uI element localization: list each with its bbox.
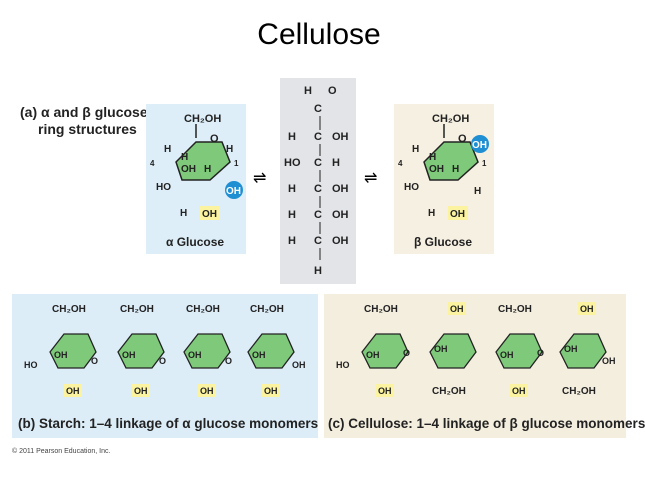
svg-text:OH: OH bbox=[264, 386, 278, 396]
beta-caption: β Glucose bbox=[414, 235, 472, 249]
svg-text:CH₂OH: CH₂OH bbox=[364, 304, 398, 315]
svg-text:HO: HO bbox=[156, 182, 171, 193]
svg-text:H: H bbox=[412, 144, 419, 155]
panel-a-label: (a) α and β glucose ring structures bbox=[20, 104, 148, 138]
svg-text:HO: HO bbox=[24, 360, 38, 370]
svg-text:HO: HO bbox=[284, 157, 301, 169]
alpha-ch2oh: CH₂OH bbox=[184, 113, 221, 125]
svg-text:OH: OH bbox=[332, 131, 349, 143]
svg-text:C: C bbox=[314, 209, 322, 221]
svg-text:H: H bbox=[288, 131, 296, 143]
svg-text:O: O bbox=[159, 356, 166, 366]
beta-glucose-panel: CH₂OH O H 4 1 OH H OH H HO H H OH β Gluc… bbox=[394, 104, 494, 254]
panel-a-label-line2: ring structures bbox=[38, 121, 137, 137]
svg-text:OH: OH bbox=[434, 344, 448, 354]
svg-text:C: C bbox=[314, 131, 322, 143]
svg-text:OH: OH bbox=[602, 356, 616, 366]
svg-text:OH: OH bbox=[580, 304, 594, 314]
svg-text:CH₂OH: CH₂OH bbox=[52, 304, 86, 315]
svg-text:H: H bbox=[180, 208, 187, 219]
svg-text:OH: OH bbox=[332, 235, 349, 247]
svg-text:H: H bbox=[428, 208, 435, 219]
starch-panel: CH₂OH OH HO OH O CH₂OH OH OH O CH₂OH OH … bbox=[12, 294, 318, 438]
svg-text:H: H bbox=[288, 209, 296, 221]
svg-text:1: 1 bbox=[234, 159, 239, 168]
svg-text:OH: OH bbox=[122, 350, 136, 360]
open-chain-structure: H O C H C OH HO C H H C OH H C OH H C OH… bbox=[284, 85, 349, 277]
svg-text:H: H bbox=[314, 265, 322, 277]
alpha-oh-badge: OH bbox=[226, 186, 241, 197]
svg-text:OH: OH bbox=[450, 209, 465, 220]
svg-text:OH: OH bbox=[200, 386, 214, 396]
svg-text:OH: OH bbox=[429, 164, 444, 175]
svg-text:HO: HO bbox=[404, 182, 419, 193]
svg-text:OH: OH bbox=[252, 350, 266, 360]
beta-ch2oh: CH₂OH bbox=[432, 113, 469, 125]
alpha-caption: α Glucose bbox=[166, 235, 224, 249]
svg-text:H: H bbox=[288, 235, 296, 247]
alpha-glucose-ring: CH₂OH O H 4 1 H H OH H HO H OH OH α Gluc… bbox=[150, 113, 243, 249]
svg-text:C: C bbox=[314, 235, 322, 247]
svg-text:OH: OH bbox=[332, 183, 349, 195]
beta-oh-badge: OH bbox=[472, 140, 487, 151]
svg-text:C: C bbox=[314, 103, 322, 115]
svg-text:O: O bbox=[328, 85, 337, 97]
svg-text:OH: OH bbox=[500, 350, 514, 360]
svg-text:H: H bbox=[304, 85, 312, 97]
svg-text:4: 4 bbox=[150, 159, 155, 168]
cellulose-chain: CH₂OH OH HO OH O OH OH CH₂OH CH₂OH OH OH… bbox=[336, 302, 616, 397]
svg-text:CH₂OH: CH₂OH bbox=[498, 304, 532, 315]
svg-text:H: H bbox=[452, 164, 459, 175]
svg-text:H: H bbox=[204, 164, 211, 175]
svg-text:C: C bbox=[314, 157, 322, 169]
svg-text:CH₂OH: CH₂OH bbox=[186, 304, 220, 315]
svg-text:OH: OH bbox=[450, 304, 464, 314]
svg-text:4: 4 bbox=[398, 159, 403, 168]
equilibrium-left: ⇌ bbox=[253, 170, 267, 187]
svg-text:H: H bbox=[181, 152, 188, 163]
alpha-glucose-panel: CH₂OH O H 4 1 H H OH H HO H OH OH α Gluc… bbox=[146, 104, 246, 254]
starch-caption: (b) Starch: 1–4 linkage of α glucose mon… bbox=[18, 416, 319, 431]
svg-text:OH: OH bbox=[332, 209, 349, 221]
svg-text:CH₂OH: CH₂OH bbox=[562, 386, 596, 397]
svg-text:O: O bbox=[210, 133, 219, 145]
equilibrium-right: ⇌ bbox=[364, 170, 378, 187]
cellulose-panel: CH₂OH OH HO OH O OH OH CH₂OH CH₂OH OH OH… bbox=[324, 294, 645, 438]
svg-text:OH: OH bbox=[292, 360, 306, 370]
beta-glucose-ring: CH₂OH O H 4 1 OH H OH H HO H H OH β Gluc… bbox=[398, 113, 489, 249]
svg-text:H: H bbox=[474, 186, 481, 197]
svg-text:H: H bbox=[164, 144, 171, 155]
svg-text:HO: HO bbox=[336, 360, 350, 370]
cellulose-caption: (c) Cellulose: 1–4 linkage of β glucose … bbox=[328, 416, 645, 431]
svg-text:CH₂OH: CH₂OH bbox=[432, 386, 466, 397]
copyright-notice: © 2011 Pearson Education, Inc. bbox=[12, 448, 111, 455]
starch-chain: CH₂OH OH HO OH O CH₂OH OH OH O CH₂OH OH … bbox=[24, 304, 306, 397]
svg-text:CH₂OH: CH₂OH bbox=[120, 304, 154, 315]
svg-text:C: C bbox=[314, 183, 322, 195]
svg-text:O: O bbox=[91, 356, 98, 366]
open-chain-panel: H O C H C OH HO C H H C OH H C OH H C OH… bbox=[280, 78, 356, 284]
page-title: Cellulose bbox=[257, 18, 381, 51]
svg-text:OH: OH bbox=[134, 386, 148, 396]
svg-text:H: H bbox=[288, 183, 296, 195]
svg-text:O: O bbox=[403, 348, 410, 358]
svg-text:O: O bbox=[458, 133, 467, 145]
svg-text:H: H bbox=[226, 144, 233, 155]
svg-text:OH: OH bbox=[512, 386, 526, 396]
svg-text:OH: OH bbox=[378, 386, 392, 396]
svg-text:OH: OH bbox=[66, 386, 80, 396]
svg-text:CH₂OH: CH₂OH bbox=[250, 304, 284, 315]
svg-text:OH: OH bbox=[202, 209, 217, 220]
svg-text:OH: OH bbox=[188, 350, 202, 360]
svg-text:OH: OH bbox=[564, 344, 578, 354]
svg-text:1: 1 bbox=[482, 159, 487, 168]
panel-a-label-line1: (a) α and β glucose bbox=[20, 104, 148, 120]
svg-text:OH: OH bbox=[54, 350, 68, 360]
svg-text:O: O bbox=[225, 356, 232, 366]
svg-text:OH: OH bbox=[181, 164, 196, 175]
svg-text:H: H bbox=[332, 157, 340, 169]
svg-text:O: O bbox=[537, 348, 544, 358]
svg-text:OH: OH bbox=[366, 350, 380, 360]
svg-text:H: H bbox=[429, 152, 436, 163]
